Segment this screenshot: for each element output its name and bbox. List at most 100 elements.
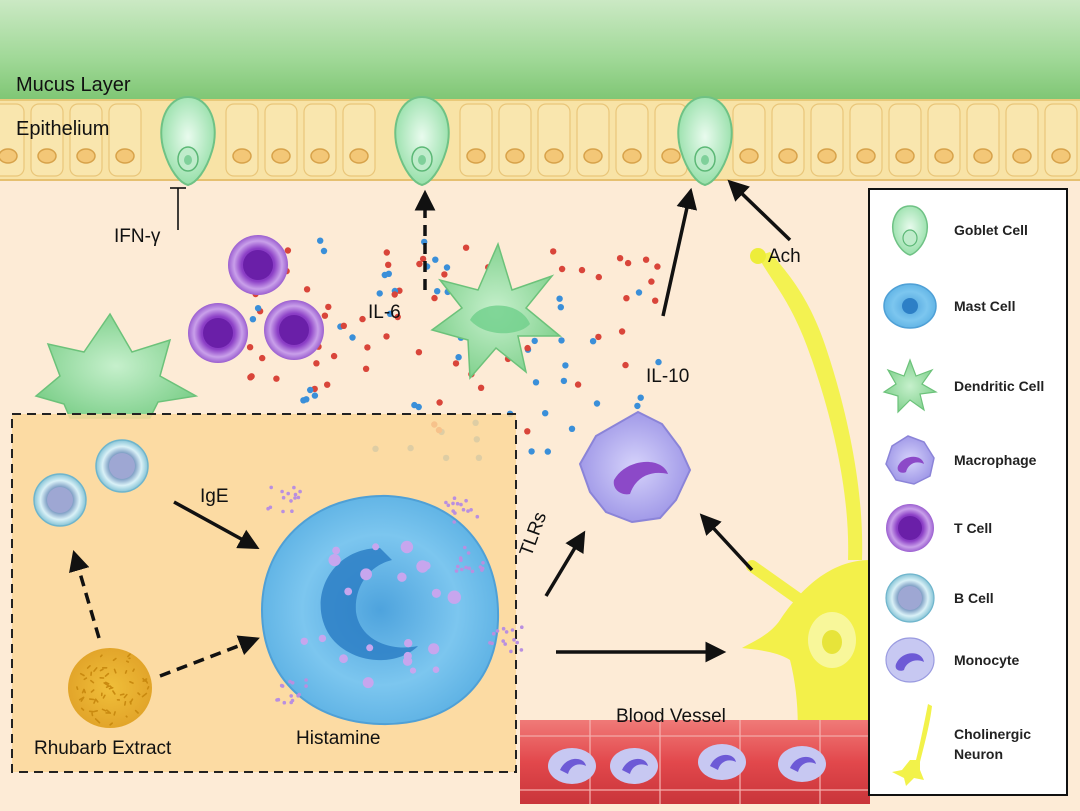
histamine-dot [520,625,524,629]
extract-speck [113,668,117,674]
histamine-dot [480,568,484,572]
legend-item-cholinergic-neuron: Cholinergic Neuron [870,700,1066,788]
extract-speck [93,667,98,672]
legend: Goblet Cell Mast Cell Dendritic Cell Mac… [868,188,1068,796]
epithelium-label: Epithelium [16,118,110,140]
epithelial-cell [966,103,1000,177]
histamine-dot [501,626,506,631]
histamine-dot [469,508,473,512]
extract-speck [99,668,104,672]
epithelial-cell [69,103,103,177]
histamine-dot [290,681,295,685]
extract-speck [86,665,91,669]
extract-speck [108,686,114,690]
histamine-dot [444,500,448,505]
histamine-dot [475,514,480,519]
histamine-dot [464,498,468,503]
extract-speck [103,682,109,687]
epithelial-cell [732,103,766,177]
mast-granule [339,654,348,664]
cytokine-dot [419,255,427,263]
extract-speck [90,679,95,684]
cytokine-dot [642,256,650,263]
mast-granule [402,656,413,666]
cytokine-dot [589,338,597,345]
cytokine-dot [436,399,443,406]
cytokine-dot [542,410,549,417]
cytokine-dot [330,352,338,360]
mast-granule [432,666,440,673]
extract-speck [93,698,97,704]
cytokine-dot [431,294,438,302]
monocyte [610,748,658,784]
histamine-dot [298,489,302,494]
histamine-dot [501,639,506,643]
cytokine-dot [303,396,310,403]
cytokine-dot [411,401,418,409]
rhubarb-extract-particles [68,648,152,728]
cytokine-dot [307,386,314,394]
legend-label: Dendritic Cell [954,378,1045,394]
cytokine-dot [618,328,626,335]
legend-label: B Cell [954,590,994,606]
histamine-dot [276,697,281,702]
cytokine-dot [558,265,566,273]
histamine-dot [488,641,492,645]
cytokine-dot [616,255,624,262]
epithelial-cell [342,103,376,177]
extract-speck [76,686,79,690]
histamine-dot [290,698,295,703]
extract-speck [102,694,106,699]
histamine-dot [454,569,459,573]
cytokine-dot [259,354,266,362]
cytokine-dot [340,322,347,329]
histamine-dot [289,694,294,698]
histamine-label: Histamine [296,728,381,749]
cytokine-dot [634,402,641,410]
mast-granule [447,590,461,604]
histamine-dot [478,565,483,569]
extract-speck [105,685,110,689]
histamine-dot [519,648,524,652]
histamine-dot [304,678,308,682]
cytokine-dot [321,312,329,319]
cytokine-dot [532,379,540,386]
goblet-cell-icon [892,205,928,256]
mucus-layer-label: Mucus Layer [16,74,131,96]
extract-speck [81,688,85,694]
histamine-dot [282,700,287,705]
cytokine-dot [284,247,292,254]
cytokine-dot [385,261,392,268]
extract-speck [127,653,131,658]
histamine-dot [481,561,485,565]
histamine-dot [452,496,457,501]
legend-item-mast-cell: Mast Cell [870,276,1066,336]
extract-speck [99,654,103,658]
histamine-dot [304,684,308,688]
cytokine-dot [383,249,390,256]
goblet-cell [160,95,216,187]
extract-speck [124,701,127,706]
cytokine-dot [524,344,531,352]
mast-cell-icon [883,283,937,329]
t-cell-icon [886,504,934,552]
cytokine-dot [394,313,401,321]
histamine-dot [464,565,468,570]
cytokine-dot [254,305,262,312]
mast-granule [318,634,327,643]
legend-item-b-cell: B Cell [870,568,1066,628]
histamine-dot [455,501,460,506]
extract-speck [129,681,134,684]
ach-arrow [727,179,792,242]
cytokine-dot [568,425,576,432]
rhubarb-extract-label: Rhubarb Extract [34,738,172,759]
histamine-dot [512,638,516,642]
histamine-dot [461,507,466,512]
cytokine-dot [376,290,383,297]
histamine-dot [446,503,451,508]
mast-granule [428,643,440,655]
tlrs-arrow [544,530,586,597]
cytokine-dot [452,360,460,367]
cytokine-dot [415,349,423,356]
monocyte [698,744,746,780]
